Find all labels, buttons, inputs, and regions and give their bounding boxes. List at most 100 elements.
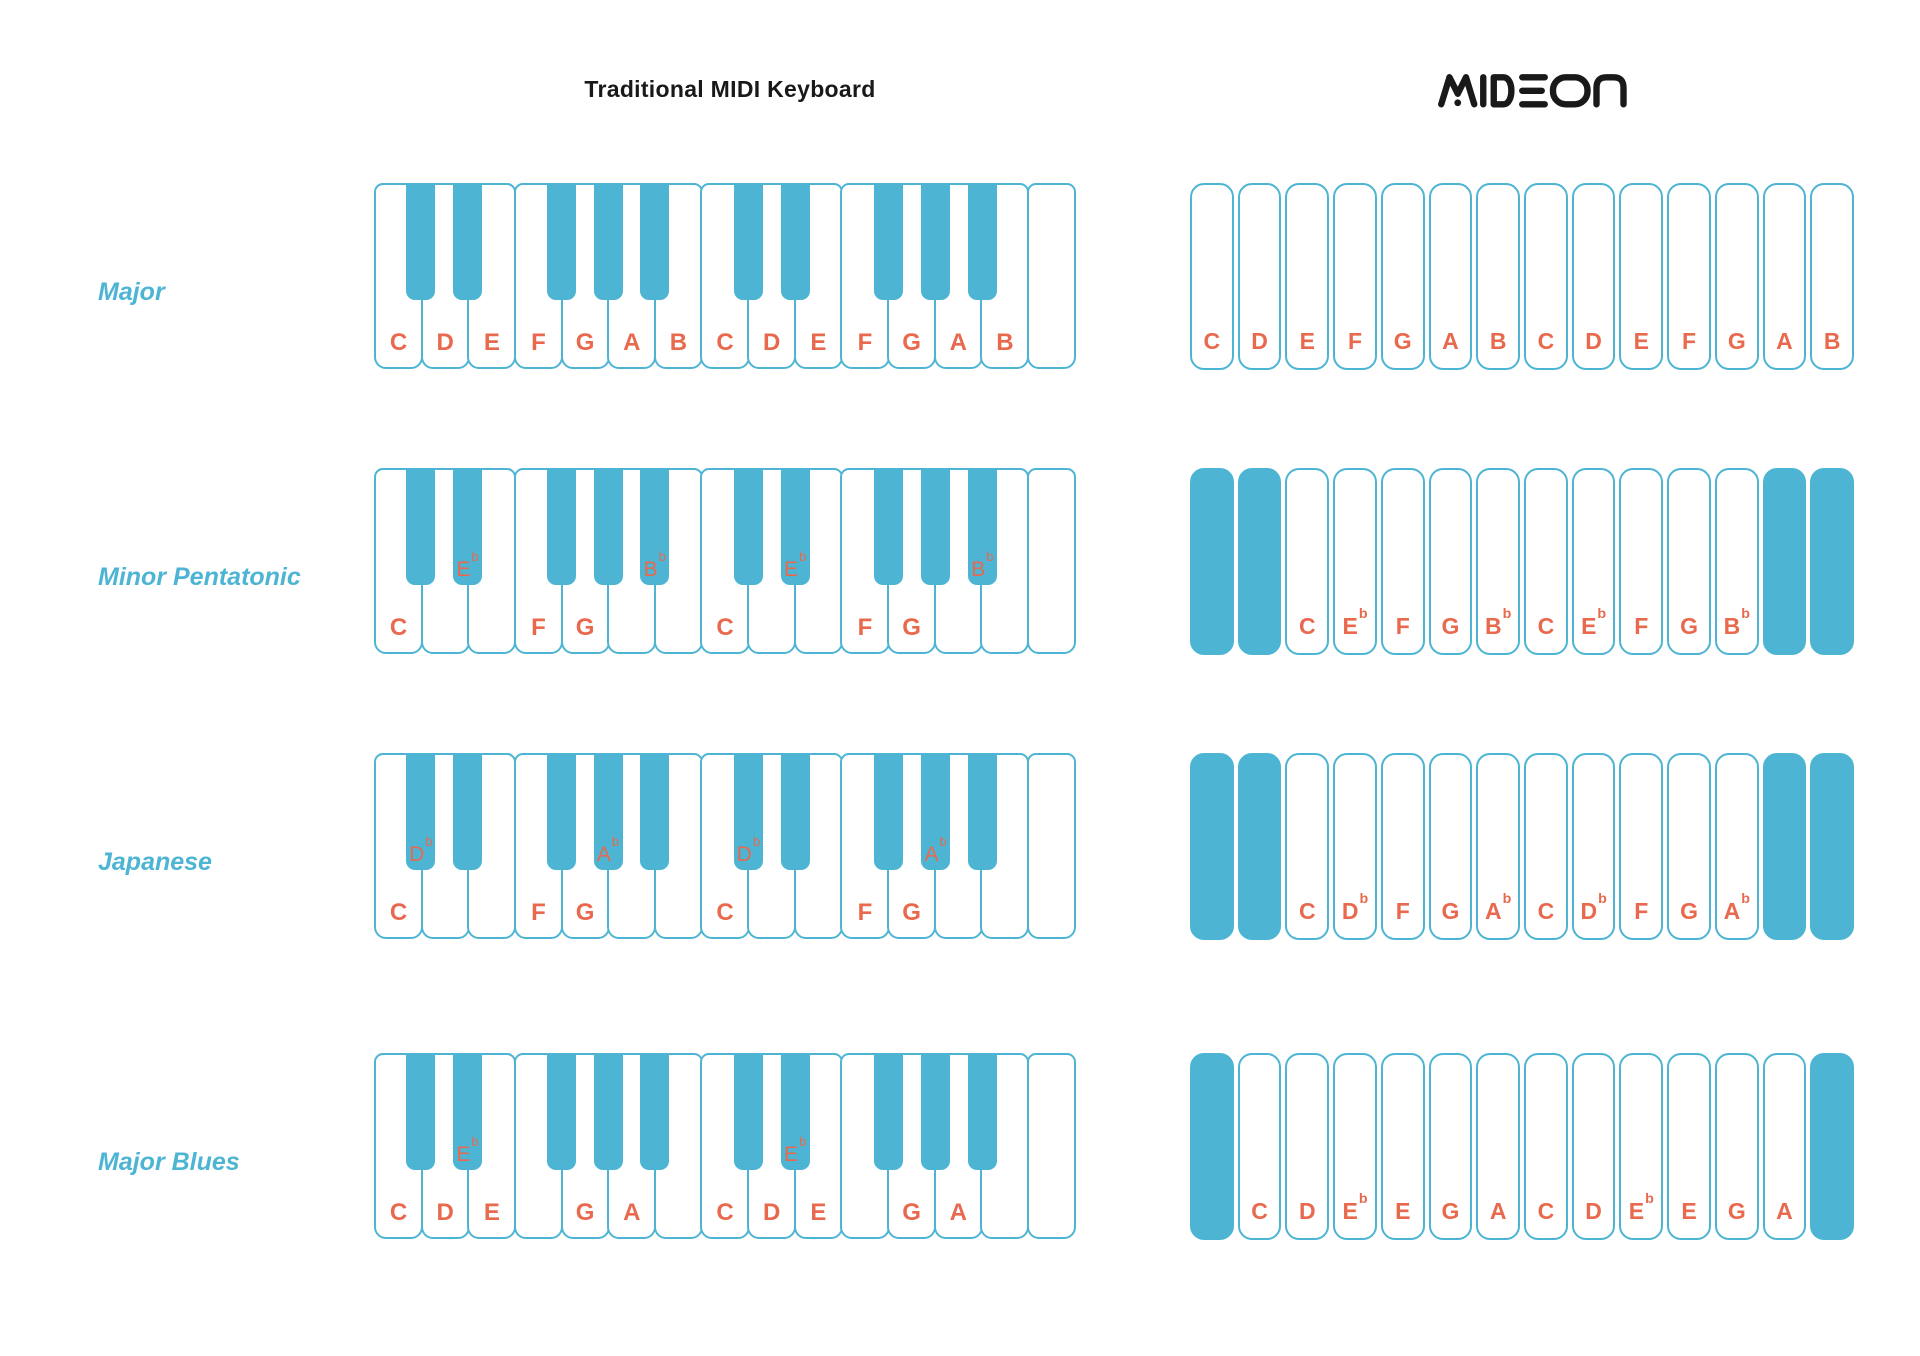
- note-label: Bb: [971, 548, 994, 581]
- note-label: F: [531, 614, 546, 641]
- note-label: C: [716, 1199, 734, 1226]
- mideon-key: C: [1524, 753, 1568, 940]
- black-key: Db: [733, 753, 763, 870]
- mideon-key-inactive: [1190, 1053, 1234, 1240]
- mideon-key: A: [1762, 183, 1807, 370]
- black-key: [406, 468, 436, 585]
- note-label: B: [1823, 328, 1841, 354]
- note-label: G: [1680, 898, 1698, 924]
- note-label: G: [1727, 1198, 1746, 1224]
- black-key: [967, 1053, 997, 1170]
- mideon-key-inactive: [1810, 753, 1855, 940]
- black-key: [967, 183, 997, 300]
- black-key: Eb: [780, 468, 810, 585]
- note-label: G: [1441, 898, 1460, 924]
- note-label: D: [1298, 1198, 1316, 1224]
- scale-label: Major: [98, 278, 165, 306]
- mideon-key-inactive: [1237, 468, 1282, 655]
- black-key: [921, 183, 951, 300]
- note-label: E: [1395, 1198, 1411, 1224]
- mideon-key: G: [1380, 183, 1425, 370]
- note-label: C: [716, 899, 734, 926]
- mideon-key: E: [1380, 1053, 1425, 1240]
- mideon-key: G: [1714, 183, 1759, 370]
- black-key: [546, 183, 576, 300]
- flat-symbol: b: [425, 833, 433, 849]
- mideon-key: C: [1524, 468, 1568, 655]
- mideon-key: F: [1380, 468, 1425, 655]
- flat-symbol: b: [1645, 1190, 1654, 1207]
- note-label: Eb: [1342, 605, 1368, 639]
- note-label: D: [763, 329, 781, 356]
- note-label: F: [1395, 898, 1410, 924]
- note-label: Eb: [1342, 1190, 1368, 1224]
- mideon-key: F: [1619, 753, 1664, 940]
- black-key: Eb: [780, 1053, 810, 1170]
- note-label: C: [389, 614, 408, 641]
- flat-symbol: b: [799, 548, 807, 564]
- mideon-key: Ab: [1476, 753, 1521, 940]
- mideon-key: C: [1524, 183, 1568, 370]
- black-key: [733, 468, 763, 585]
- mideon-key: D: [1237, 183, 1282, 370]
- mideon-key-inactive: [1810, 1053, 1855, 1240]
- note-label: G: [902, 614, 921, 641]
- note-label: D: [1585, 328, 1602, 354]
- mideon-key: Eb: [1619, 1053, 1664, 1240]
- note-label: D: [763, 1199, 781, 1226]
- mideon-key: A: [1476, 1053, 1521, 1240]
- mideon-key-inactive: [1762, 468, 1807, 655]
- note-label: B: [669, 329, 688, 356]
- mideon-key: D: [1285, 1053, 1330, 1240]
- black-key: [921, 468, 951, 585]
- note-label: Ab: [924, 833, 947, 866]
- note-label: G: [575, 899, 595, 926]
- note-label: A: [1776, 1198, 1793, 1224]
- note-label: A: [623, 329, 641, 356]
- note-label: Eb: [784, 1133, 807, 1166]
- white-key: [1026, 753, 1077, 939]
- flat-symbol: b: [1358, 605, 1368, 622]
- note-label: Ab: [1723, 890, 1750, 924]
- black-key: [453, 753, 483, 870]
- mideon-key: E: [1285, 183, 1330, 370]
- mideon-key: E: [1619, 183, 1664, 370]
- note-label: C: [389, 899, 408, 926]
- mideon-key: D: [1571, 183, 1616, 370]
- black-key: [874, 183, 904, 300]
- note-label: Bb: [1485, 605, 1512, 639]
- note-label: G: [1680, 613, 1698, 639]
- mideon-key: C: [1524, 1053, 1568, 1240]
- flat-symbol: b: [1741, 890, 1750, 907]
- black-key: [593, 1053, 623, 1170]
- white-key: [1026, 183, 1077, 369]
- mideon-key: G: [1428, 753, 1473, 940]
- black-key: [546, 468, 576, 585]
- note-label: E: [1681, 1198, 1697, 1224]
- black-key: Bb: [640, 468, 670, 585]
- note-label: B: [1489, 328, 1507, 354]
- note-label: F: [1634, 898, 1649, 924]
- flat-symbol: b: [1598, 890, 1607, 907]
- note-label: C: [716, 614, 734, 641]
- black-key: [640, 183, 670, 300]
- note-label: C: [1537, 613, 1555, 639]
- mideon-key: F: [1667, 183, 1711, 370]
- note-label: D: [1251, 328, 1268, 354]
- note-label: C: [1298, 898, 1316, 924]
- note-label: C: [389, 1199, 408, 1226]
- black-key: [874, 468, 904, 585]
- black-key: Db: [406, 753, 436, 870]
- note-label: G: [902, 899, 921, 926]
- mideon-key: Eb: [1571, 468, 1616, 655]
- mideon-key: G: [1428, 468, 1473, 655]
- black-key: [546, 753, 576, 870]
- mideon-key: G: [1428, 1053, 1473, 1240]
- note-label: B: [996, 329, 1014, 356]
- note-label: Eb: [1581, 605, 1607, 639]
- mideon-key: B: [1476, 183, 1521, 370]
- flat-symbol: b: [1597, 605, 1607, 622]
- black-key: [780, 183, 810, 300]
